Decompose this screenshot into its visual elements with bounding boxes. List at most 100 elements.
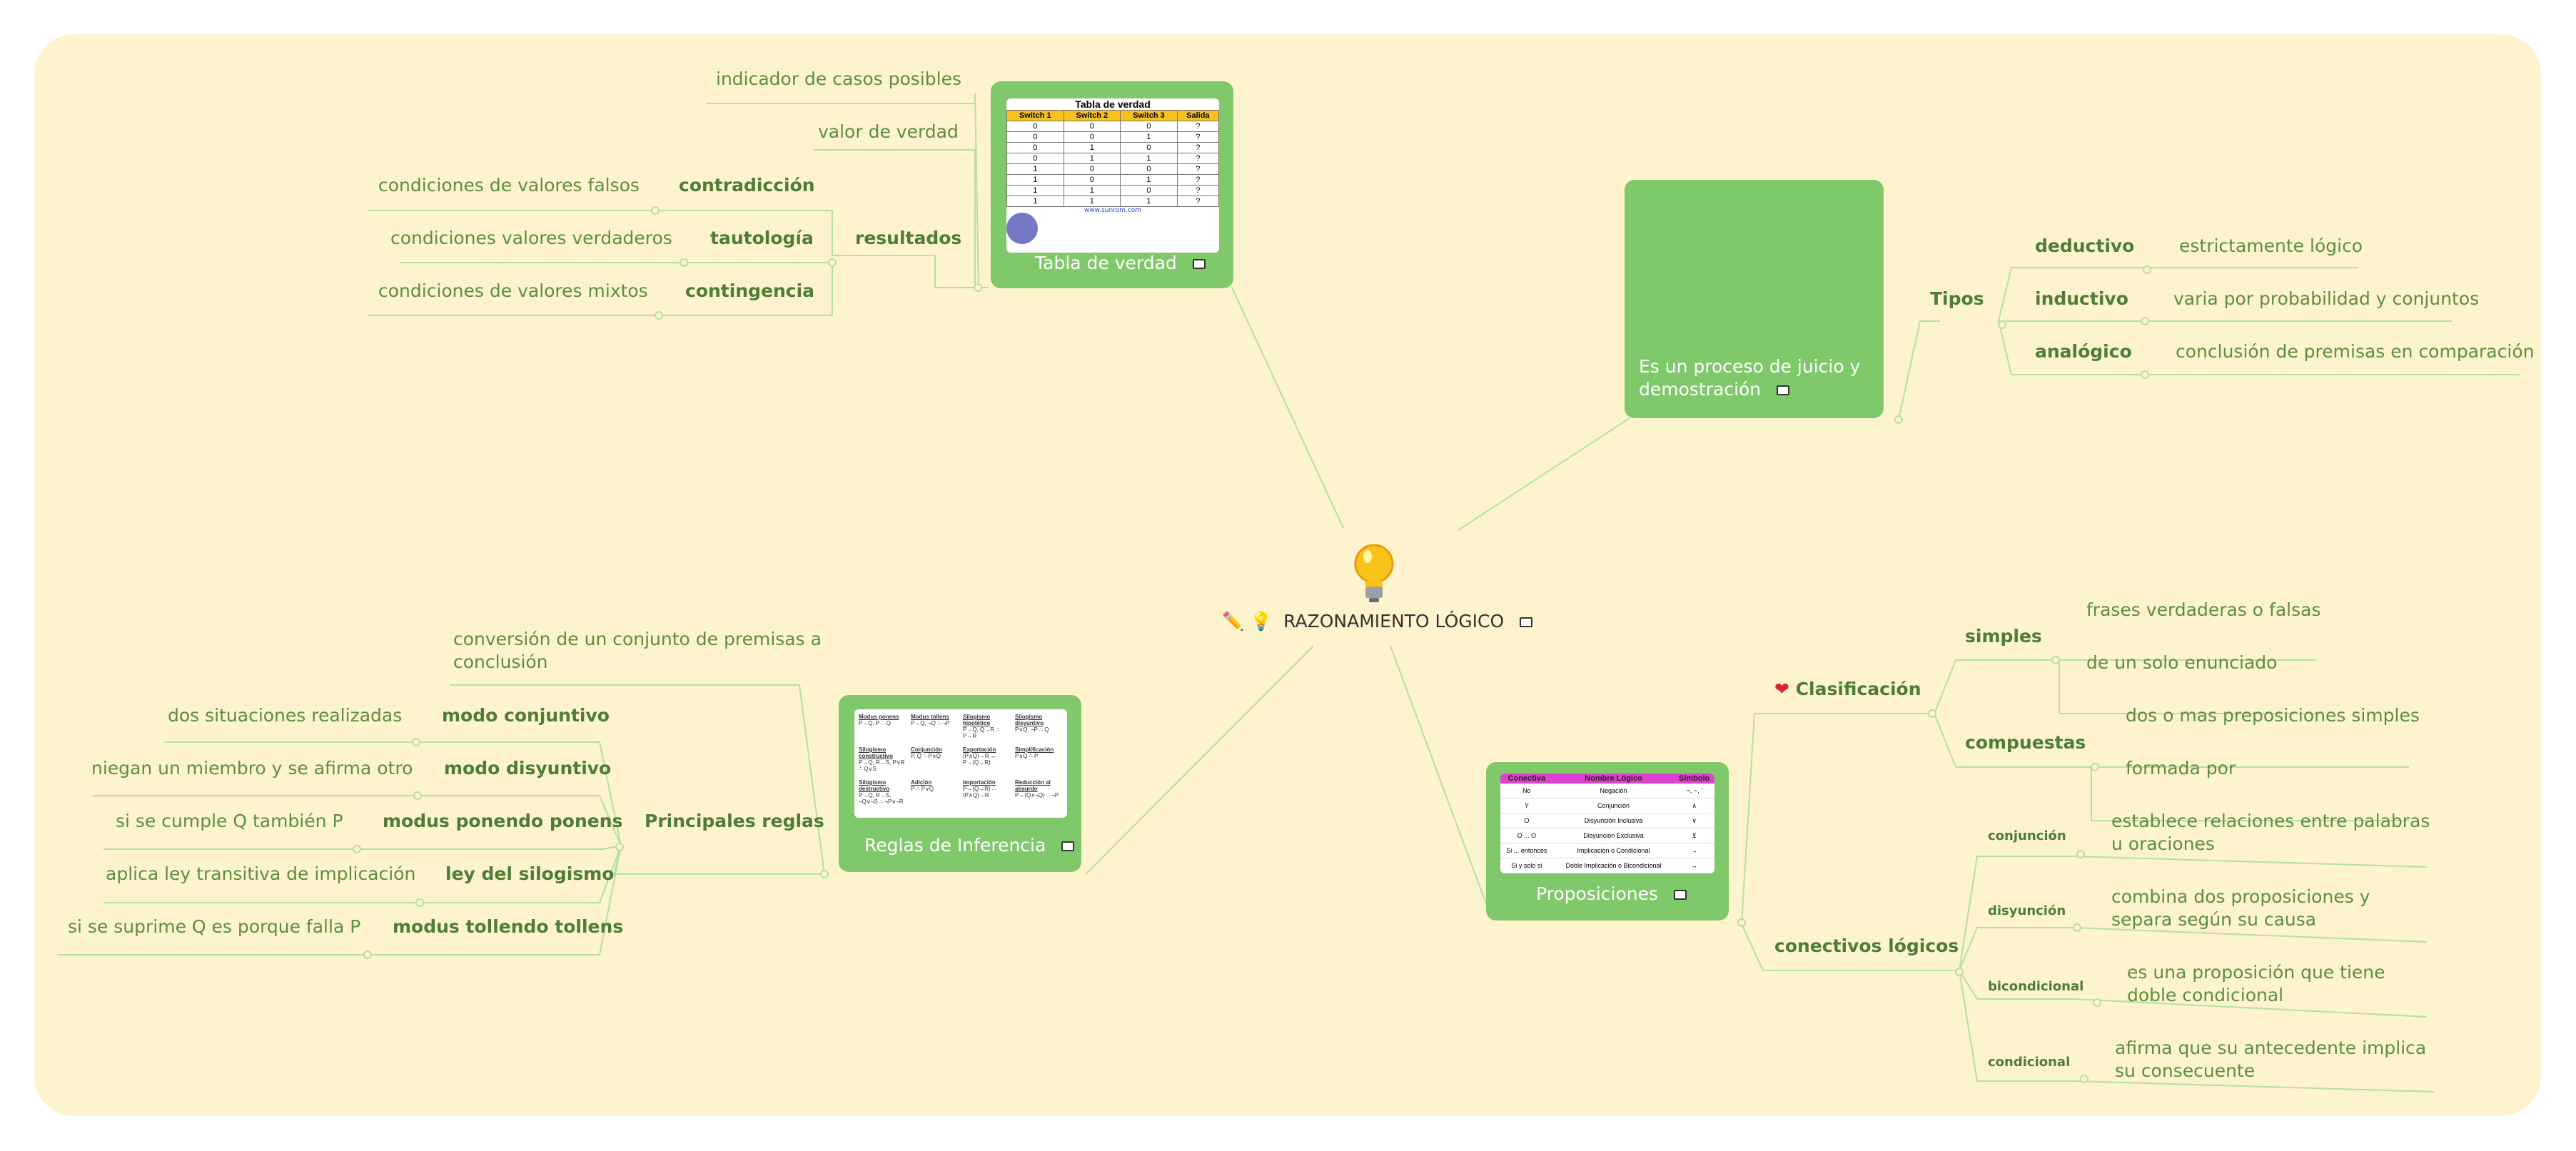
mindmap-canvas bbox=[34, 34, 2541, 1116]
node-tipos[interactable]: Tipos bbox=[1930, 288, 1984, 309]
desc-contradiccion[interactable]: condiciones de valores falsos bbox=[378, 175, 640, 196]
connectives-cell: Doble Implicación o Bicondicional bbox=[1552, 858, 1675, 873]
truth-table-cell: 1 bbox=[1120, 131, 1178, 143]
connectives-cell: O ... O bbox=[1500, 828, 1553, 843]
connectives-cell: Conjunción bbox=[1552, 798, 1675, 813]
node-compuestas[interactable]: compuestas bbox=[1965, 732, 2086, 753]
node-deductivo[interactable]: deductivo bbox=[2035, 235, 2135, 256]
node-conversion[interactable]: conversión de un conjunto de premisas a … bbox=[453, 629, 822, 672]
proceso-card[interactable]: Es un proceso de juicio y demostración bbox=[1625, 180, 1884, 418]
desc-condicional[interactable]: afirma que su antecedente implica su con… bbox=[2115, 1038, 2427, 1081]
node-clasificacion[interactable]: ❤ Clasificación bbox=[1774, 678, 1921, 701]
node-principales[interactable]: Principales reglas bbox=[645, 811, 824, 831]
connectives-cell: Negación bbox=[1552, 784, 1675, 798]
desc-bicondicional[interactable]: es una proposición que tiene doble condi… bbox=[2127, 962, 2385, 1005]
desc-disyuncion[interactable]: combina dos proposiciones y separa según… bbox=[2111, 886, 2370, 930]
desc-deductivo[interactable]: estrictamente lógico bbox=[2179, 235, 2363, 256]
node-tautologia[interactable]: tautología bbox=[710, 228, 814, 248]
node-bicondicional[interactable]: bicondicional bbox=[1988, 979, 2084, 994]
node-simples[interactable]: simples bbox=[1965, 626, 2042, 647]
clasificacion-label: Clasificación bbox=[1795, 679, 1921, 699]
desc-modo-conjuntivo[interactable]: dos situaciones realizadas bbox=[168, 705, 403, 726]
node-modo-conjuntivo[interactable]: modo conjuntivo bbox=[442, 705, 610, 726]
truth-table-cell: 0 bbox=[1120, 185, 1178, 196]
truth-table-cell: 0 bbox=[1063, 121, 1121, 132]
desc-compuestas-2[interactable]: formada por bbox=[2126, 758, 2236, 779]
node-indicador[interactable]: indicador de casos posibles bbox=[716, 69, 961, 89]
desc-modo-disyuntivo[interactable]: niegan un miembro y se afirma otro bbox=[91, 758, 413, 779]
truth-table-cell: 1 bbox=[1063, 196, 1121, 207]
image-icon bbox=[1520, 617, 1533, 627]
node-modo-disyuntivo[interactable]: modo disyuntivo bbox=[444, 758, 612, 779]
desc-simples-2[interactable]: de un solo enunciado bbox=[2086, 652, 2278, 673]
connectives-cell: No bbox=[1500, 784, 1553, 798]
desc-analogico[interactable]: conclusión de premisas en comparación bbox=[2176, 341, 2535, 362]
truth-table-cell: 1 bbox=[1120, 153, 1178, 164]
proposiciones-card-label: Proposiciones bbox=[1536, 883, 1659, 904]
desc-contingencia[interactable]: condiciones de valores mixtos bbox=[378, 280, 648, 301]
node-modus-tollendo[interactable]: modus tollendo tollens bbox=[393, 916, 624, 937]
node-conjuncion[interactable]: conjunción bbox=[1988, 828, 2066, 843]
rule-cell: Exportación(P∧Q)→R ↔ P→(Q→R) bbox=[963, 746, 996, 766]
connectives-cell: Y bbox=[1500, 798, 1553, 813]
central-prefix-icons: ✏️ 💡 bbox=[1222, 611, 1273, 632]
truth-table-cell: 0 bbox=[1120, 142, 1178, 153]
desc-ley-silogismo[interactable]: aplica ley transitiva de implicación bbox=[106, 863, 416, 884]
node-valor-verdad[interactable]: valor de verdad bbox=[818, 121, 959, 142]
truth-table-cell: 0 bbox=[1006, 131, 1064, 143]
node-contradiccion[interactable]: contradicción bbox=[679, 175, 815, 196]
truth-table-cell: ? bbox=[1176, 196, 1219, 207]
desc-conjuncion[interactable]: establece relaciones entre palabras u or… bbox=[2111, 811, 2430, 854]
truth-table-footer: www.sunrom.com bbox=[1084, 207, 1142, 214]
truth-table-cell: ? bbox=[1176, 174, 1219, 186]
desc-simples-1[interactable]: frases verdaderas o falsas bbox=[2086, 599, 2321, 620]
desc-modus-tollendo[interactable]: si se suprime Q es porque falla P bbox=[68, 916, 361, 937]
desc-modus-ponendo[interactable]: si se cumple Q también P bbox=[116, 811, 343, 831]
truth-table-header: Salida bbox=[1176, 110, 1219, 121]
node-contingencia[interactable]: contingencia bbox=[685, 280, 815, 301]
truth-table-cell: ? bbox=[1176, 153, 1219, 164]
connectives-cell: O bbox=[1500, 813, 1553, 828]
connectives-cell: ↔ bbox=[1674, 858, 1714, 873]
connectives-cell: ∨ bbox=[1674, 813, 1714, 828]
node-ley-silogismo[interactable]: ley del silogismo bbox=[445, 863, 615, 884]
desc-tautologia[interactable]: condiciones valores verdaderos bbox=[390, 228, 672, 248]
truth-table-cell: 1 bbox=[1120, 174, 1178, 186]
truth-table-cell: 0 bbox=[1120, 121, 1178, 132]
image-icon bbox=[1061, 841, 1075, 851]
truth-table-cell: 0 bbox=[1063, 174, 1121, 186]
node-condicional[interactable]: condicional bbox=[1988, 1055, 2071, 1070]
node-analogico[interactable]: analógico bbox=[2035, 341, 2132, 362]
node-disyuncion[interactable]: disyunción bbox=[1988, 903, 2066, 918]
truth-table-cell: 1 bbox=[1006, 196, 1064, 207]
truth-table-cell: 1 bbox=[1063, 185, 1121, 196]
proceso-card-label: Es un proceso de juicio y demostración bbox=[1639, 356, 1861, 400]
truth-table-cell: ? bbox=[1176, 121, 1219, 132]
node-conectivos[interactable]: conectivos lógicos bbox=[1774, 935, 1959, 956]
node-inductivo[interactable]: inductivo bbox=[2035, 288, 2128, 309]
node-resultados[interactable]: resultados bbox=[855, 228, 962, 248]
desc-inductivo[interactable]: varia por probabilidad y conjuntos bbox=[2173, 288, 2480, 309]
central-node[interactable]: ✏️ 💡 RAZONAMIENTO LÓGICO bbox=[1222, 542, 1533, 642]
desc-compuestas-1[interactable]: dos o mas preposiciones simples bbox=[2126, 705, 2420, 726]
truth-table-cell: ? bbox=[1176, 131, 1219, 143]
connectives-cell: → bbox=[1674, 843, 1714, 858]
truth-table-cell: 1 bbox=[1063, 153, 1121, 164]
truth-table-caption: Tabla de verdad bbox=[1075, 98, 1151, 110]
node-modus-ponendo[interactable]: modus ponendo ponens bbox=[383, 811, 623, 831]
